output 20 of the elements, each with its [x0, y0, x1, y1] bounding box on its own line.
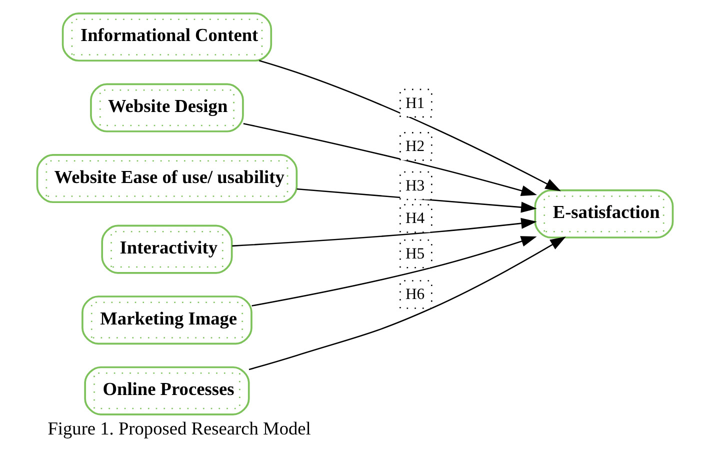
arrow — [259, 60, 562, 192]
edge-label: H5 — [405, 246, 425, 263]
edge-label: H1 — [405, 94, 425, 112]
node-box: E-satisfaction — [534, 189, 674, 238]
edge-label: H6 — [405, 286, 425, 304]
arrow — [243, 122, 537, 196]
node-box: Online Processes — [84, 366, 250, 416]
edge-label: H3 — [405, 177, 425, 194]
arrow — [296, 188, 537, 213]
edge-label: H2 — [405, 138, 425, 156]
node-box: Interactivity — [101, 224, 233, 274]
node-box: Marketing Image — [82, 296, 252, 345]
node-box: Informational Content — [62, 12, 272, 62]
arrow — [232, 218, 537, 247]
arrow — [248, 236, 566, 370]
node-box: Website Ease of use/ usability — [36, 154, 298, 204]
caption: Figure 1. Proposed Research Model — [48, 418, 311, 438]
edge-label: H4 — [405, 210, 425, 228]
node-box: Website Design — [90, 83, 244, 132]
arrow — [252, 236, 537, 306]
